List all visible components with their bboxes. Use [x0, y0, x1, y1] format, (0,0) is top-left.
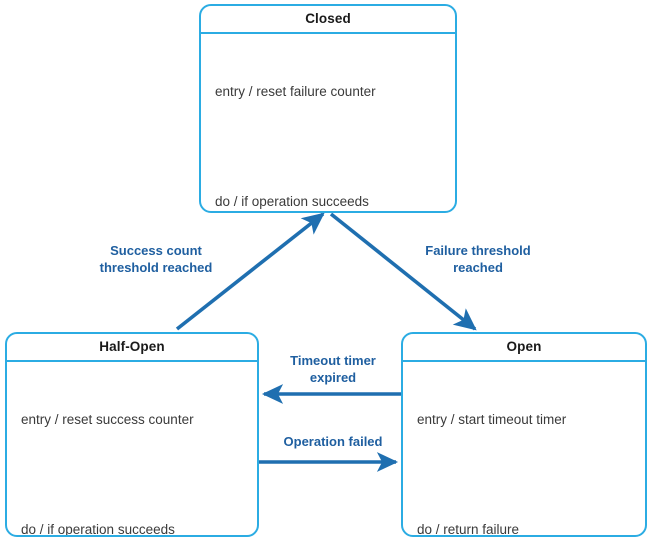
transition-label-success-count-threshold-reached: Success count threshold reached	[99, 243, 213, 275]
state-line: do / if operation succeeds	[21, 521, 175, 537]
state-line: entry / reset failure counter	[215, 84, 376, 99]
state-title-open: Open	[403, 334, 645, 362]
transition-label-timeout-timer-expired: Timeout timer expired	[290, 353, 376, 385]
state-title-half-open: Half-Open	[7, 334, 257, 362]
state-line: do / return failure	[417, 521, 520, 537]
state-line: do / if operation succeeds	[215, 193, 369, 209]
state-line-blank	[21, 469, 257, 481]
state-box-half-open[interactable]: Half-Open entry / reset success counter …	[5, 332, 259, 537]
state-line-blank	[215, 141, 455, 153]
state-line-blank	[417, 469, 645, 481]
state-box-closed[interactable]: Closed entry / reset failure counter do …	[199, 4, 457, 213]
state-line: entry / start timeout timer	[417, 412, 567, 427]
state-box-open[interactable]: Open entry / start timeout timer do / re…	[401, 332, 647, 537]
transition-label-failure-threshold-reached: Failure threshold reached	[425, 243, 531, 275]
state-body-open: entry / start timeout timer do / return …	[403, 362, 645, 537]
state-title-closed: Closed	[201, 6, 455, 34]
state-line: entry / reset success counter	[21, 412, 194, 427]
state-body-half-open: entry / reset success counter do / if op…	[7, 362, 257, 537]
state-body-closed: entry / reset failure counter do / if op…	[201, 34, 455, 211]
transition-label-operation-failed: Operation failed	[283, 434, 383, 449]
